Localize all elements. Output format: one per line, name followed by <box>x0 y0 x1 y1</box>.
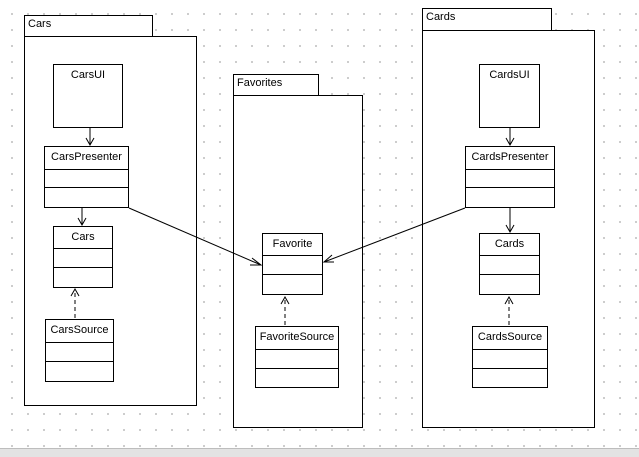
class-name: CarsUI <box>70 69 106 81</box>
class-operations-section <box>473 368 547 369</box>
class-operations-section <box>46 361 113 362</box>
class-operations-section <box>54 267 112 268</box>
class-name: CardsSource <box>477 331 543 343</box>
dependency-carssource-cars[interactable] <box>70 287 80 318</box>
association-carspresenter-favorite[interactable] <box>128 207 263 266</box>
class-name: Cards <box>494 238 525 250</box>
association-carspresenter-cars[interactable] <box>77 208 87 227</box>
horizontal-scrollbar[interactable] <box>0 448 639 457</box>
class-cards-source[interactable]: CardsSource <box>472 326 548 388</box>
class-cars-presenter[interactable]: CarsPresenter <box>44 146 129 208</box>
class-name: Favorite <box>272 238 313 250</box>
class-attributes-section <box>473 349 547 350</box>
class-cards-ui[interactable]: CardsUI <box>479 64 540 128</box>
class-name: CardsPresenter <box>471 151 549 163</box>
class-cars-ui[interactable]: CarsUI <box>53 64 123 128</box>
package-favorites-label: Favorites <box>237 77 283 89</box>
class-favorite-source[interactable]: FavoriteSource <box>255 326 339 388</box>
class-attributes-section <box>45 169 128 170</box>
package-cars-label: Cars <box>28 18 52 30</box>
class-favorite[interactable]: Favorite <box>262 233 323 295</box>
class-attributes-section <box>46 342 113 343</box>
association-cardspresenter-cards[interactable] <box>505 208 515 234</box>
class-cars[interactable]: Cars <box>53 226 113 288</box>
class-operations-section <box>256 368 338 369</box>
dependency-favoritesource-favorite[interactable] <box>280 295 290 325</box>
class-operations-section <box>480 274 539 275</box>
class-attributes-section <box>466 169 554 170</box>
class-name: CarsPresenter <box>51 151 122 163</box>
class-attributes-section <box>54 248 112 249</box>
association-cardspresenter-favorite[interactable] <box>322 207 466 263</box>
class-cards-presenter[interactable]: CardsPresenter <box>465 146 555 208</box>
package-favorites-tab[interactable]: Favorites <box>233 74 319 96</box>
class-name: Cars <box>71 231 95 243</box>
class-name: CardsUI <box>489 69 530 81</box>
dependency-cardssource-cards[interactable] <box>504 295 514 325</box>
class-operations-section <box>263 274 322 275</box>
association-carsui-carspresenter[interactable] <box>85 128 95 147</box>
class-operations-section <box>45 187 128 188</box>
class-name: FavoriteSource <box>259 331 335 343</box>
class-operations-section <box>466 187 554 188</box>
class-name: CarsSource <box>50 324 109 336</box>
class-cards[interactable]: Cards <box>479 233 540 295</box>
association-cardsui-cardspresenter[interactable] <box>505 128 515 147</box>
package-cards-label: Cards <box>426 11 456 23</box>
class-attributes-section <box>263 255 322 256</box>
class-attributes-section <box>256 349 338 350</box>
class-attributes-section <box>480 255 539 256</box>
class-cars-source[interactable]: CarsSource <box>45 319 114 382</box>
